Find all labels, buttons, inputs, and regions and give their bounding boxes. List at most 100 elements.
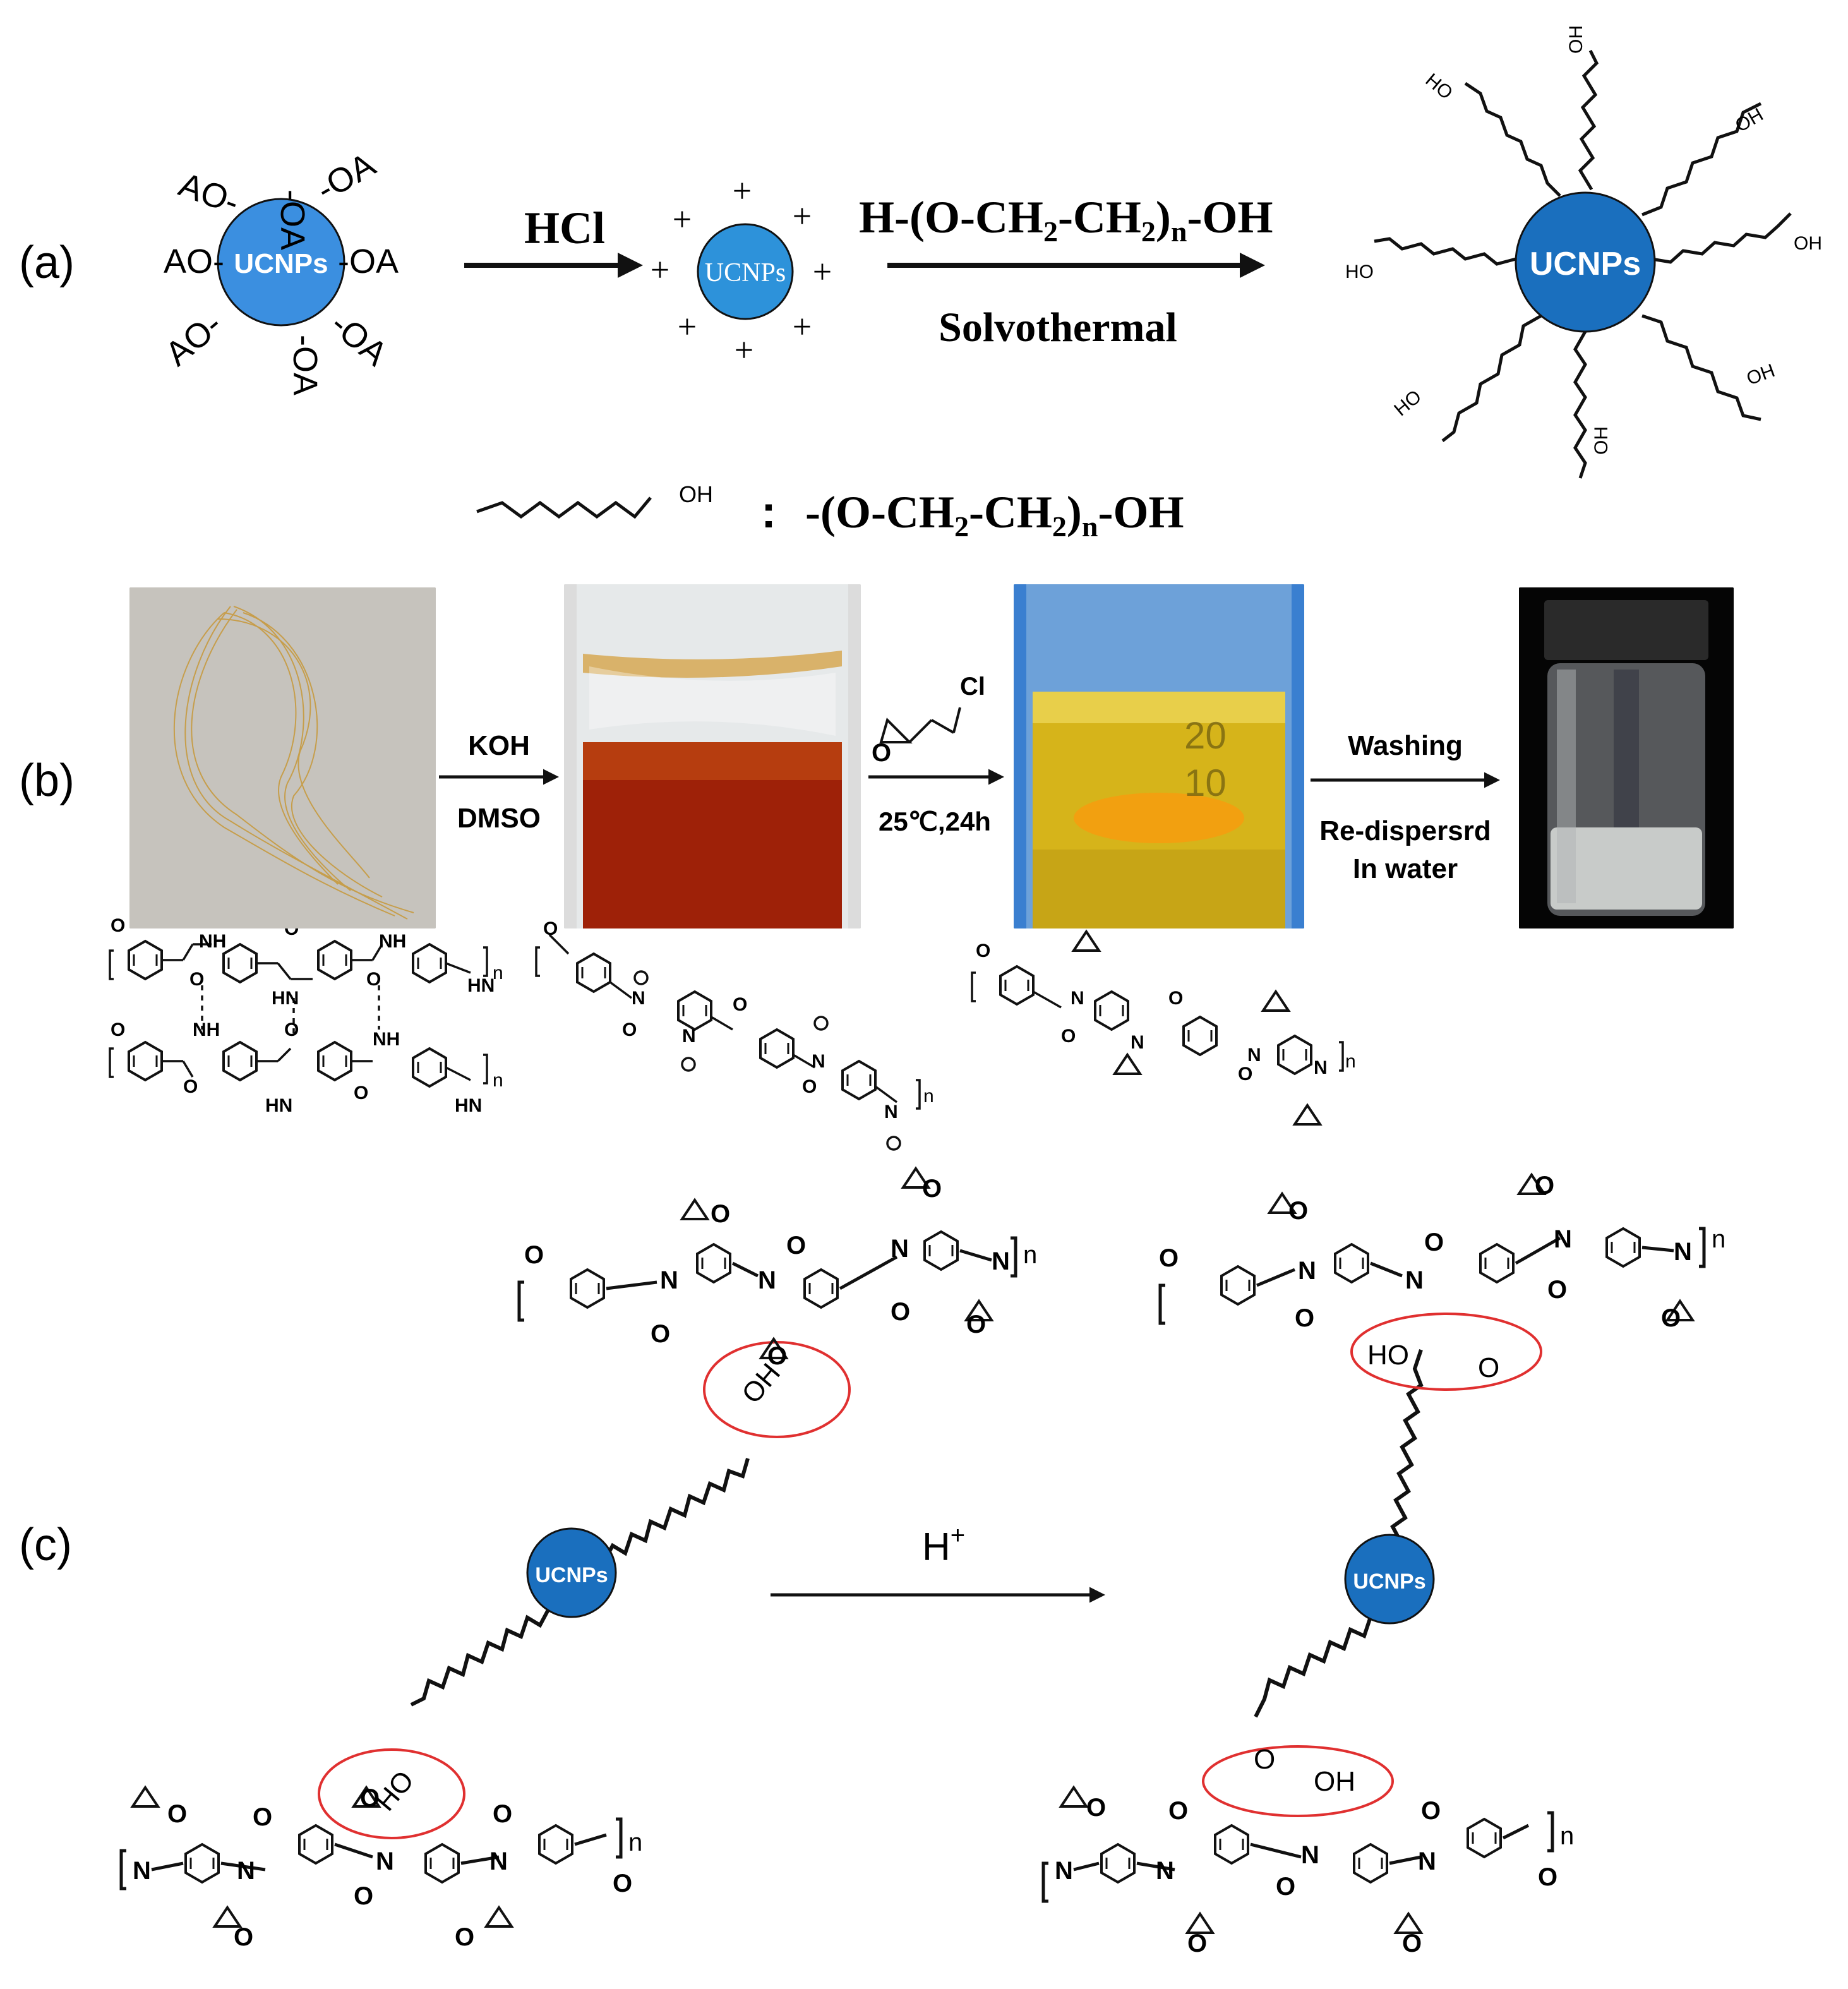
- svg-text:NH: NH: [199, 931, 226, 952]
- svg-text:O: O: [1238, 1064, 1252, 1085]
- condition-25c-24h: 25℃,24h: [879, 807, 991, 836]
- photo-vial: [1519, 587, 1734, 928]
- svg-text:N: N: [1298, 1257, 1316, 1285]
- svg-text:N: N: [1405, 1266, 1424, 1294]
- o-label-c2: O: [1478, 1352, 1499, 1383]
- svg-text:O: O: [167, 1800, 187, 1828]
- charge-bottom: +: [735, 331, 753, 369]
- charge-br: +: [793, 308, 812, 346]
- ucnp-label-a3: UCNPs: [1530, 246, 1641, 282]
- svg-text:O: O: [1295, 1304, 1314, 1332]
- svg-text:O: O: [284, 1019, 299, 1040]
- step-washing: Washing: [1348, 730, 1463, 761]
- step-redispersed: Re-dispersrd: [1319, 815, 1491, 846]
- subscript-n-c1: n: [1023, 1241, 1037, 1269]
- ucnp-particle-charged: [697, 223, 794, 320]
- svg-text:O: O: [455, 1923, 474, 1951]
- subscript-n-c3: n: [1712, 1225, 1725, 1253]
- svg-text:N: N: [1055, 1857, 1073, 1885]
- svg-text:O: O: [1288, 1197, 1308, 1225]
- svg-text:O: O: [622, 1019, 637, 1040]
- ligand-ao-upper-left: AO-: [174, 165, 244, 222]
- svg-text:O: O: [613, 1870, 632, 1897]
- aramid-epoxide-structure: [971, 930, 1344, 1126]
- beaker-mark-20: 20: [1184, 714, 1227, 757]
- svg-text:O: O: [966, 1311, 986, 1338]
- svg-text:O: O: [1421, 1797, 1441, 1825]
- ligand-oa-lower-right: -OA: [323, 305, 394, 373]
- label-epoxide-o: O: [872, 739, 891, 767]
- svg-text:N: N: [884, 1102, 898, 1122]
- legend-chain-symbol: [476, 496, 652, 519]
- panel-b-label: (b): [19, 755, 75, 806]
- svg-text:HN: HN: [467, 975, 495, 996]
- aramid-hbond-structure: [109, 940, 488, 1088]
- subscript-n-b4: n: [1345, 1051, 1356, 1072]
- legend-colon: :: [761, 487, 776, 538]
- svg-text:N: N: [1156, 1857, 1174, 1885]
- reagent-hcl: HCl: [524, 203, 605, 253]
- legend-oh: OH: [679, 481, 713, 507]
- charge-top: +: [733, 172, 752, 210]
- svg-text:O: O: [651, 1320, 670, 1348]
- svg-text:O: O: [111, 915, 125, 936]
- svg-text:N: N: [1301, 1841, 1319, 1869]
- photo-fibers: [129, 587, 436, 928]
- svg-text:O: O: [891, 1298, 910, 1326]
- label-cl: Cl: [960, 673, 985, 700]
- svg-text:N: N: [1418, 1848, 1436, 1875]
- svg-text:O: O: [366, 969, 381, 990]
- highlight-ether-top-right: [1350, 1313, 1542, 1391]
- panel-a-label: (a): [19, 237, 75, 288]
- ligand-oa-top: -OA: [273, 189, 311, 250]
- svg-text:O: O: [354, 1882, 373, 1910]
- svg-text:HN: HN: [272, 988, 299, 1009]
- ucnp-label-c2: UCNPs: [1353, 1570, 1425, 1594]
- svg-text:O: O: [1402, 1930, 1422, 1957]
- panel-c-label: (c): [19, 1520, 72, 1570]
- peg-arm-lower-right: [1254, 1616, 1372, 1718]
- svg-text:O: O: [189, 969, 204, 990]
- svg-text:N: N: [1554, 1225, 1572, 1253]
- svg-text:N: N: [812, 1051, 825, 1072]
- svg-text:N: N: [376, 1848, 394, 1875]
- svg-text:O: O: [253, 1803, 272, 1831]
- reagent-peg: H-(O-CH2-CH2)n-OH: [859, 192, 1273, 248]
- subscript-n-b1: n: [493, 963, 503, 983]
- beaker-mark-10: 10: [1184, 762, 1227, 804]
- ho-lower-left: HO: [1390, 386, 1425, 420]
- subscript-n-b2: n: [493, 1070, 503, 1091]
- svg-text:N: N: [237, 1857, 255, 1885]
- svg-text:N: N: [1247, 1045, 1261, 1066]
- reagent-h-plus: H+: [922, 1522, 965, 1569]
- oh-bottom: OH: [1591, 426, 1612, 455]
- condition-solvothermal: Solvothermal: [939, 304, 1177, 351]
- ho-label-c2: HO: [1367, 1340, 1409, 1371]
- ucnp-particle-c1: [526, 1527, 617, 1618]
- svg-text:N: N: [632, 988, 645, 1009]
- svg-text:O: O: [524, 1241, 544, 1269]
- svg-text:O: O: [234, 1923, 253, 1951]
- ligand-oa-right: -OA: [338, 243, 399, 280]
- svg-text:O: O: [1535, 1172, 1554, 1199]
- svg-text:N: N: [660, 1266, 678, 1294]
- svg-text:O: O: [1538, 1863, 1557, 1891]
- highlight-oh-bottom-left: [318, 1748, 465, 1839]
- oh-label-c3: OH: [1314, 1766, 1355, 1797]
- svg-text:O: O: [493, 1800, 512, 1828]
- photo-red-solution: [564, 584, 861, 928]
- svg-text:N: N: [992, 1247, 1010, 1275]
- legend-formula: -(O-CH2-CH2)n-OH: [805, 487, 1184, 543]
- svg-text:O: O: [1168, 988, 1183, 1009]
- svg-text:N: N: [1314, 1057, 1328, 1078]
- subscript-n-c4: n: [1560, 1822, 1574, 1850]
- svg-text:N: N: [1131, 1032, 1144, 1053]
- peg-arm-lower-left: [410, 1606, 551, 1707]
- svg-text:O: O: [354, 1083, 368, 1103]
